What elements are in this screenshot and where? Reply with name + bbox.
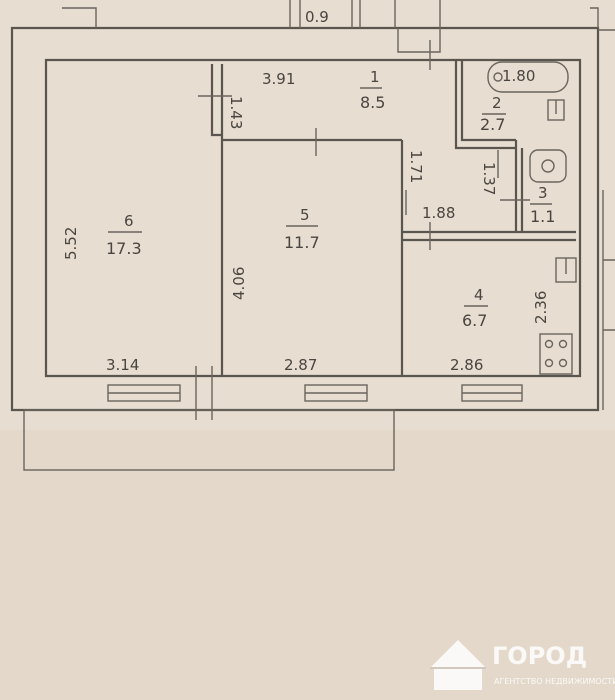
room-5-area: 11.7 [284,233,320,252]
dim-hall-length: 3.91 [262,70,295,88]
room-6-number: 6 [124,212,134,230]
watermark-logo: ГОРОД АГЕНТСТВО НЕДВИЖИМОСТИ [430,640,615,690]
room-3-number: 3 [538,184,548,202]
sink-icon [547,99,565,121]
right-wall-fragments [598,29,615,410]
windows [107,366,523,420]
room-4-area: 6.7 [462,311,487,330]
room-6-area: 17.3 [106,239,142,258]
room-2-label: 2 2.7 [480,94,506,134]
watermark-tagline: АГЕНТСТВО НЕДВИЖИМОСТИ [494,677,615,686]
top-wall-fragments [62,0,599,53]
room-1-number: 1 [370,68,380,86]
watermark-brand: ГОРОД [492,642,587,670]
top-stair-label: 0.9 [305,8,329,26]
door-marks [198,40,530,250]
dim-room5-depth: 4.06 [230,267,248,300]
dim-bath-tub: 1.80 [502,67,535,85]
room-3-area: 1.1 [530,207,555,226]
dim-kitchen-width: 2.86 [450,356,483,374]
stove-icon [539,333,573,375]
balcony [23,409,395,471]
room-4-number: 4 [474,286,484,304]
outer-walls [10,26,600,412]
interior-walls [210,60,576,376]
room-5-number: 5 [300,206,310,224]
room-2-area: 2.7 [480,115,505,134]
room-5-label: 5 11.7 [284,206,320,252]
dim-wc-length: 1.37 [480,162,498,195]
window-kitchen [461,384,523,402]
dim-room5-width: 2.87 [284,356,317,374]
house-icon [430,640,486,690]
dim-kitchen-top: 1.88 [422,204,455,222]
dim-kitchen-depth: 2.36 [532,291,550,324]
dim-corridor-width: 1.71 [407,150,425,183]
dim-room6-depth: 5.52 [62,227,80,260]
room-3-label: 3 1.1 [530,184,555,226]
room-1-area: 8.5 [360,93,385,112]
bathtub-icon [487,61,569,93]
room-2-number: 2 [492,94,502,112]
room-1-label: 1 8.5 [360,68,385,112]
room-4-label: 4 6.7 [462,286,488,330]
dim-room6-width: 3.14 [106,356,139,374]
toilet-icon [529,149,567,183]
kitchen-sink-icon [555,257,577,283]
window-room5 [304,384,368,402]
window-room6 [107,384,181,402]
room-6-label: 6 17.3 [106,212,142,258]
dim-hall-width: 1.43 [227,96,245,129]
paper-lower-shade [0,430,615,700]
